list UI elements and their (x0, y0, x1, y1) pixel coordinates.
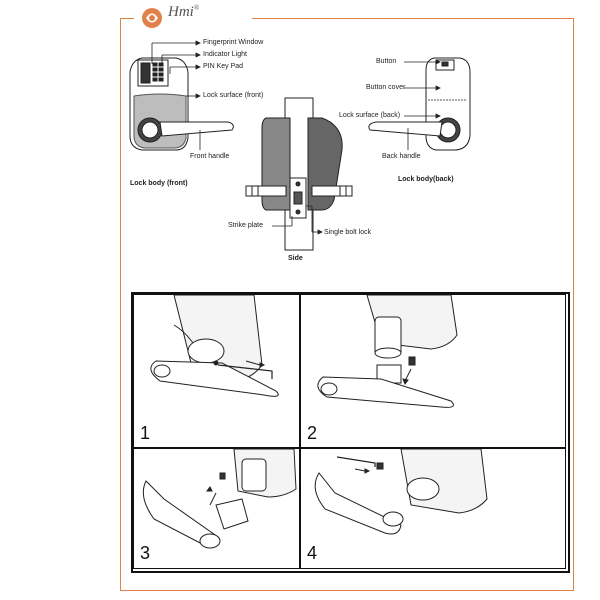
lock-body-side (245, 97, 353, 251)
step-panel-2: 2 (300, 294, 566, 448)
brand-name: Hmi® (168, 4, 200, 20)
caption-lock-body-back: Lock body(back) (398, 176, 454, 183)
label-pin-key-pad: PIN Key Pad (203, 63, 244, 70)
lock-body-back (368, 57, 471, 151)
step-panel-4: 4 (300, 448, 566, 569)
step-2-illustration (317, 295, 458, 408)
lock-diagram (129, 40, 471, 251)
step-number-4: 4 (307, 543, 318, 563)
step-number-2: 2 (307, 423, 318, 443)
label-button-cover: Button cover (366, 84, 406, 91)
label-lock-surface-back: Lock surface (back) (339, 112, 401, 119)
label-button: Button (376, 58, 397, 65)
label-indicator-light: Indicator Light (203, 51, 247, 58)
label-front-handle: Front handle (190, 153, 230, 160)
page-frame (120, 18, 574, 591)
label-lock-surface-front: Lock surface (front) (203, 92, 264, 99)
caption-lock-body-front: Lock body (front) (130, 180, 188, 187)
label-single-bolt-lock: Single bolt lock (324, 229, 372, 236)
step-3-illustration (142, 449, 297, 549)
step-1-illustration (150, 295, 279, 397)
lock-body-front (129, 57, 234, 151)
step-number-3: 3 (140, 543, 151, 563)
step-panel-3: 3 (133, 448, 300, 569)
frame-top-line-right (252, 18, 573, 19)
step-number-1: 1 (140, 423, 151, 443)
installation-steps-grid (131, 292, 570, 573)
step-4-illustration (314, 449, 488, 535)
label-fingerprint-window: Fingerprint Window (203, 39, 264, 46)
brand-logo (142, 8, 162, 28)
frame-top-line-left (120, 18, 134, 19)
label-strike-plate: Strike plate (228, 222, 264, 229)
caption-side: Side (288, 255, 303, 262)
label-back-handle: Back handle (382, 153, 421, 160)
step-panel-1: 1 (133, 294, 300, 448)
